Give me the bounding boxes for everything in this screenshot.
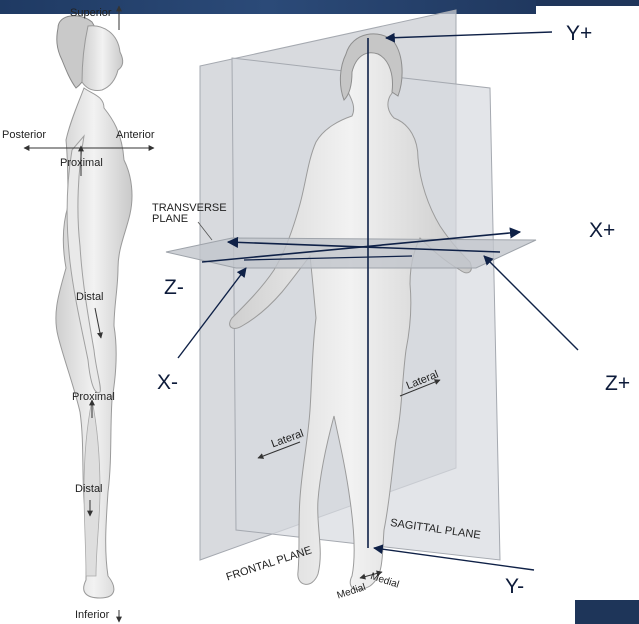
anterior-label: Anterior — [116, 130, 155, 141]
posterior-label: Posterior — [2, 130, 46, 141]
distal-lower-label: Distal — [75, 484, 103, 495]
proximal-lower-label: Proximal — [72, 392, 115, 403]
proximal-upper-label: Proximal — [60, 158, 103, 169]
side-view-figure — [24, 6, 154, 622]
x-plus-label: X+ — [589, 220, 615, 241]
planes-figure — [166, 10, 578, 590]
z-plus-label: Z+ — [605, 373, 630, 394]
transverse-plane-label: TRANSVERSE PLANE — [152, 203, 227, 225]
superior-label: Superior — [70, 8, 112, 19]
transverse-plane — [166, 238, 536, 268]
x-minus-label: X- — [157, 372, 178, 393]
y-minus-label: Y- — [505, 576, 524, 597]
z-plus-pointer — [484, 256, 578, 350]
inferior-label: Inferior — [75, 610, 109, 621]
z-minus-label: Z- — [164, 277, 184, 298]
y-plus-label: Y+ — [566, 23, 592, 44]
distal-upper-label: Distal — [76, 292, 104, 303]
